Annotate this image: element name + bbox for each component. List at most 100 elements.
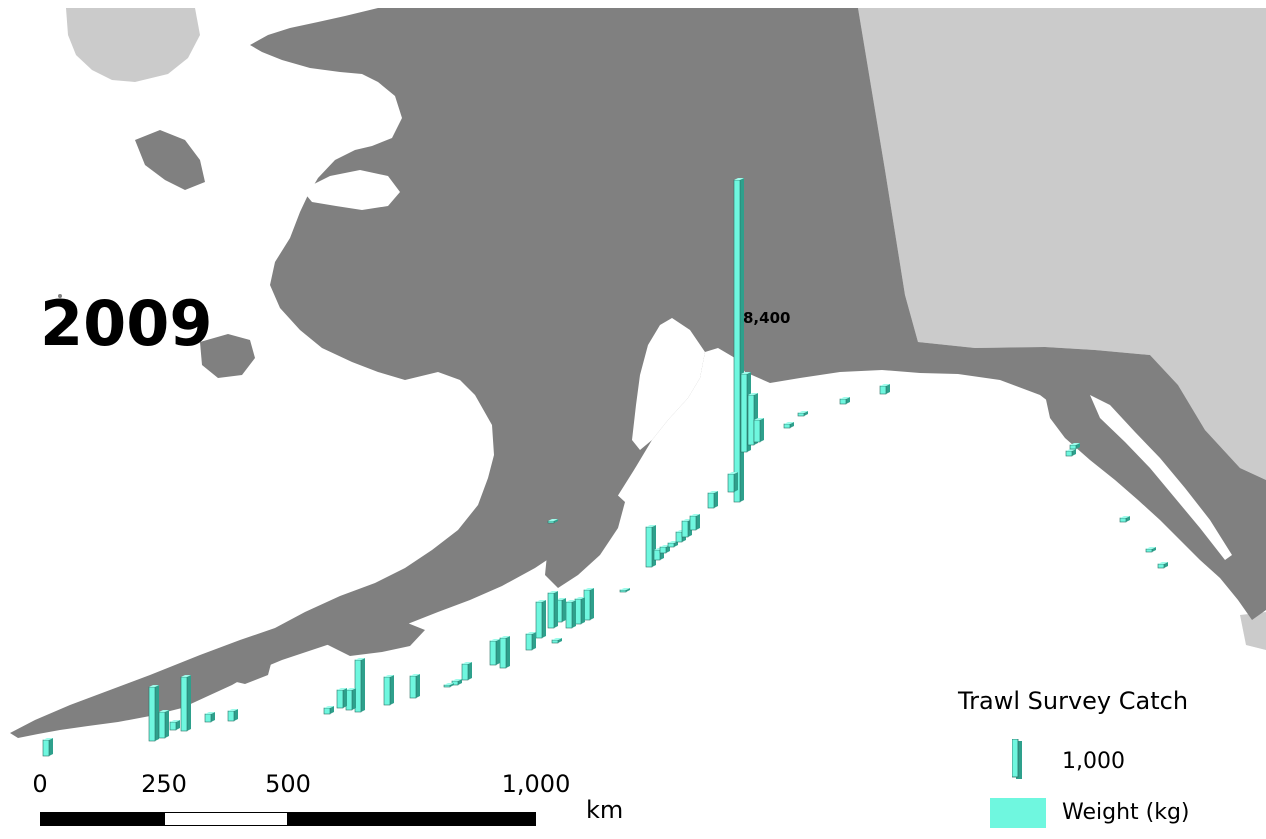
catch-bar-side bbox=[506, 636, 510, 668]
catch-bar bbox=[733, 178, 744, 503]
catch-bar bbox=[879, 384, 890, 395]
scale-segment-1 bbox=[40, 812, 164, 826]
catch-bar-side bbox=[450, 683, 454, 687]
catch-bar-face bbox=[535, 601, 543, 639]
catch-bar-top bbox=[690, 514, 700, 516]
catch-bar-face bbox=[227, 710, 235, 722]
catch-bar-top bbox=[410, 674, 420, 676]
catch-bar-top bbox=[708, 491, 718, 493]
shumagin-islands bbox=[226, 655, 272, 684]
legend-bar-symbol bbox=[1012, 739, 1022, 779]
catch-bar-side bbox=[155, 685, 159, 741]
catch-bar-top bbox=[552, 638, 562, 640]
catch-bar-top bbox=[548, 519, 558, 521]
catch-bar-top bbox=[748, 393, 758, 395]
catch-bar bbox=[659, 545, 670, 554]
catch-bar-face bbox=[525, 633, 533, 651]
kodiak-island bbox=[545, 490, 625, 588]
catch-bar bbox=[783, 422, 794, 429]
catch-bar-side bbox=[554, 519, 558, 523]
catch-bar bbox=[574, 597, 585, 625]
catch-bar-face bbox=[740, 373, 748, 453]
catch-bar-side bbox=[390, 675, 394, 705]
catch-bar-top bbox=[575, 597, 585, 599]
catch-bar-side bbox=[416, 674, 420, 698]
catch-bar-face bbox=[323, 707, 331, 715]
catch-bar-side bbox=[740, 178, 744, 502]
catch-bar-top bbox=[324, 706, 334, 708]
scale-tick-500: 500 bbox=[265, 770, 311, 798]
catch-bar bbox=[409, 674, 420, 699]
catch-bar bbox=[180, 675, 191, 732]
catch-bar-side bbox=[804, 411, 808, 416]
catch-bar-top bbox=[660, 545, 670, 547]
catch-bar bbox=[42, 738, 53, 757]
scale-tick-1000: 1,000 bbox=[501, 770, 571, 798]
catch-bar-top bbox=[170, 720, 180, 722]
catch-bar-side bbox=[714, 491, 718, 508]
catch-bar-face bbox=[747, 394, 755, 446]
catch-bar-face bbox=[1069, 444, 1077, 450]
catch-bar-side bbox=[554, 591, 558, 628]
catch-bar bbox=[839, 397, 850, 405]
catch-bar-side bbox=[468, 662, 472, 680]
catch-bar-top bbox=[337, 688, 347, 690]
catch-bar bbox=[619, 588, 630, 593]
catch-bars bbox=[42, 178, 1168, 757]
scale-tick-0: 0 bbox=[32, 770, 48, 798]
catch-bar-face bbox=[727, 473, 735, 493]
catch-bar-face bbox=[653, 549, 661, 561]
catch-bar-face bbox=[753, 419, 761, 443]
peninsula-islands bbox=[322, 622, 425, 656]
catch-bar-side bbox=[542, 600, 546, 638]
catch-bar bbox=[707, 491, 718, 509]
catch-bar bbox=[1069, 443, 1080, 450]
catch-bar-top bbox=[1146, 547, 1156, 549]
catch-bar bbox=[461, 662, 472, 681]
catch-bar-top bbox=[384, 675, 394, 677]
catch-bar bbox=[336, 688, 347, 709]
catch-bar-face bbox=[180, 676, 188, 732]
catch-bar bbox=[204, 712, 215, 723]
canada-landmass bbox=[858, 8, 1266, 480]
legend-weight-label: Weight (kg) bbox=[1062, 800, 1190, 825]
catch-bar-side bbox=[558, 638, 562, 643]
catch-bar-side bbox=[1072, 449, 1076, 456]
catch-bar-top bbox=[444, 683, 454, 685]
catch-bar-side bbox=[734, 472, 738, 492]
catch-bar-top bbox=[526, 632, 536, 634]
catch-bar bbox=[227, 709, 238, 722]
catch-bar bbox=[1145, 547, 1156, 553]
catch-bar-face bbox=[158, 711, 166, 739]
catch-bar bbox=[555, 598, 566, 623]
catch-bar-face bbox=[707, 492, 715, 509]
catch-bar bbox=[158, 710, 169, 739]
catch-bar-face bbox=[733, 179, 741, 503]
catch-bar bbox=[535, 600, 546, 639]
catch-bar bbox=[489, 639, 500, 666]
catch-bar-top bbox=[159, 710, 169, 712]
catch-bar-face bbox=[148, 686, 156, 742]
catch-bar-top bbox=[43, 738, 53, 740]
catch-bar-top bbox=[1070, 443, 1080, 445]
year-label: 2009 bbox=[40, 287, 213, 360]
catch-bar-top bbox=[149, 685, 159, 687]
catch-bar bbox=[727, 472, 738, 493]
catch-bar-side bbox=[1152, 547, 1156, 552]
catch-bar bbox=[797, 411, 808, 417]
scale-tick-250: 250 bbox=[141, 770, 187, 798]
catch-bar-top bbox=[620, 588, 630, 590]
catch-bar-face bbox=[409, 675, 417, 699]
catch-bar-side bbox=[760, 418, 764, 442]
catch-bar-top bbox=[1158, 562, 1168, 564]
catch-bar-face bbox=[619, 589, 627, 593]
norton-sound bbox=[302, 170, 400, 210]
nunivak-island bbox=[200, 334, 255, 378]
catch-bar-top bbox=[346, 688, 356, 690]
catch-bar bbox=[499, 636, 510, 669]
catch-bar-face bbox=[169, 721, 177, 731]
catch-bar-face bbox=[547, 520, 555, 524]
catch-bar-face bbox=[1145, 548, 1153, 553]
canada-coast-fragment bbox=[1240, 612, 1266, 650]
catch-bar-face bbox=[681, 520, 689, 538]
